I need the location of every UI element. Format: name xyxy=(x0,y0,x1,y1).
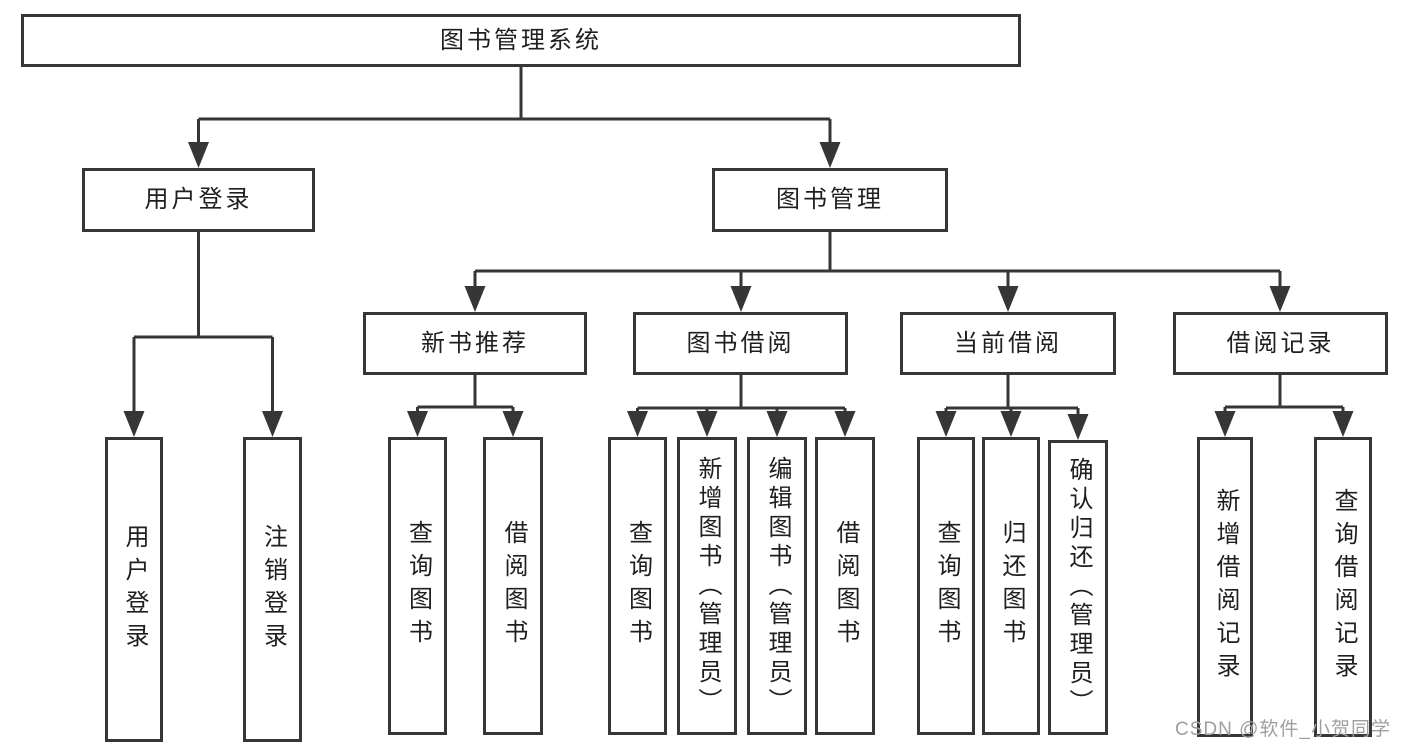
node-root: 图书管理系统 xyxy=(21,14,1021,67)
leaf-bb-edit-book-admin-label: 编辑图书（管理员） xyxy=(764,455,791,717)
node-borrow-records-label: 借阅记录 xyxy=(1226,329,1335,357)
leaf-cb-query-book-label: 查询图书 xyxy=(933,520,960,652)
arrowheads xyxy=(123,142,1354,440)
node-user-login-label: 用户登录 xyxy=(144,186,253,213)
leaf-cb-query-book: 查询图书 xyxy=(917,437,975,735)
leaf-bb-edit-book-admin: 编辑图书（管理员） xyxy=(747,437,807,735)
leaf-br-add-record: 新增借阅记录 xyxy=(1197,437,1253,737)
node-book-borrow: 图书借阅 xyxy=(633,312,848,375)
leaf-logout-login-label: 注销登录 xyxy=(259,523,287,656)
leaf-br-query-record: 查询借阅记录 xyxy=(1314,437,1372,737)
node-book-management: 图书管理 xyxy=(712,168,948,232)
leaf-cb-return-book-label: 归还图书 xyxy=(998,520,1025,652)
leaf-cb-confirm-return-admin: 确认归还（管理员） xyxy=(1048,440,1108,735)
node-new-book-recommend: 新书推荐 xyxy=(363,312,587,375)
node-new-book-recommend-label: 新书推荐 xyxy=(421,329,529,357)
node-user-login: 用户登录 xyxy=(82,168,315,232)
leaf-bb-add-book-admin-label: 新增图书（管理员） xyxy=(694,455,721,717)
leaf-nb-query-book-label: 查询图书 xyxy=(404,520,432,652)
leaf-user-login: 用户登录 xyxy=(105,437,163,742)
leaf-nb-query-book: 查询图书 xyxy=(388,437,447,735)
node-book-management-label: 图书管理 xyxy=(776,186,884,213)
node-current-borrow: 当前借阅 xyxy=(900,312,1116,375)
node-book-borrow-label: 图书借阅 xyxy=(686,329,795,357)
leaf-user-login-label: 用户登录 xyxy=(121,523,148,656)
leaf-bb-query-book-label: 查询图书 xyxy=(624,520,652,652)
leaf-cb-confirm-return-admin-label: 确认归还（管理员） xyxy=(1065,457,1092,718)
leaf-bb-query-book: 查询图书 xyxy=(608,437,667,735)
leaf-cb-return-book: 归还图书 xyxy=(982,437,1040,735)
watermark: CSDN @软件_小贺同学 xyxy=(1175,719,1391,740)
leaf-nb-borrow-book-label: 借阅图书 xyxy=(500,520,527,652)
leaf-br-query-record-label: 查询借阅记录 xyxy=(1330,488,1357,686)
leaf-bb-borrow-book: 借阅图书 xyxy=(815,437,875,735)
node-borrow-records: 借阅记录 xyxy=(1173,312,1388,375)
leaf-br-add-record-label: 新增借阅记录 xyxy=(1212,488,1239,686)
leaf-bb-borrow-book-label: 借阅图书 xyxy=(832,520,859,652)
leaf-nb-borrow-book: 借阅图书 xyxy=(483,437,543,735)
leaf-bb-add-book-admin: 新增图书（管理员） xyxy=(677,437,737,735)
node-current-borrow-label: 当前借阅 xyxy=(954,329,1062,357)
leaf-logout-login: 注销登录 xyxy=(243,437,302,742)
node-root-label: 图书管理系统 xyxy=(440,26,602,54)
